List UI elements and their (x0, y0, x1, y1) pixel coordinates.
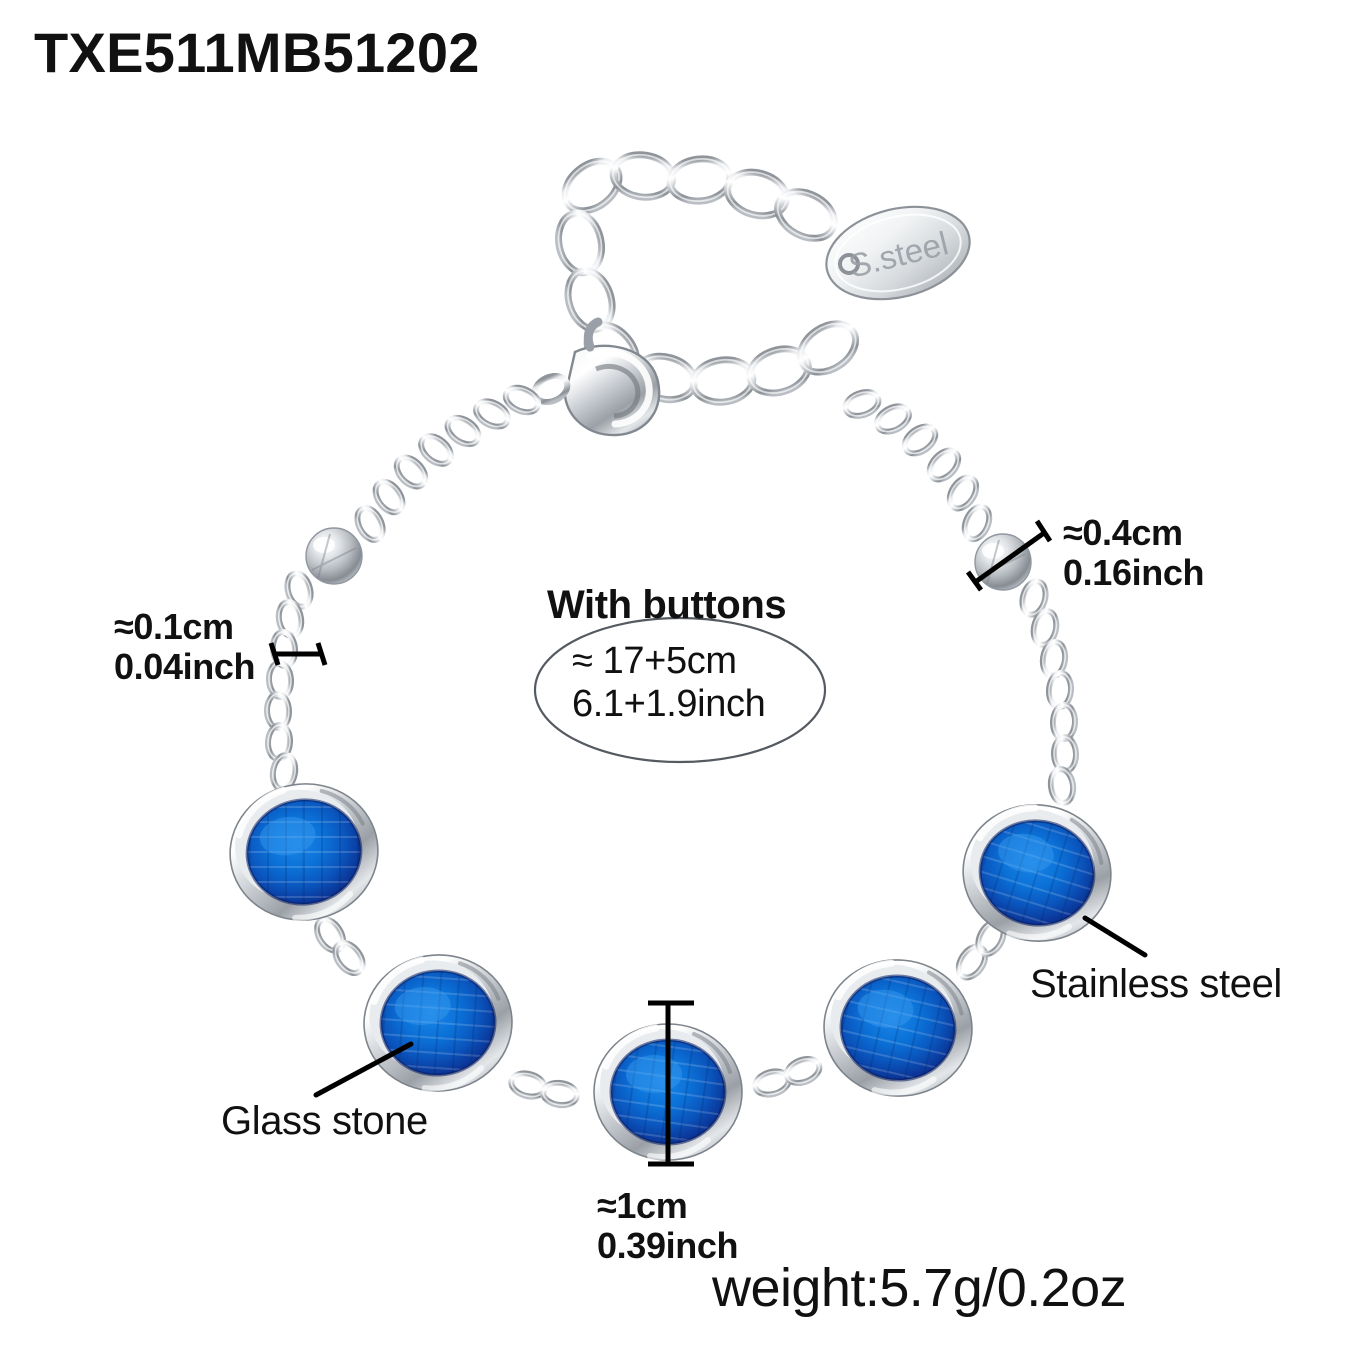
chain-right (842, 388, 1076, 805)
bracelet-length-label: ≈ 17+5cm 6.1+1.9inch (572, 640, 766, 725)
stone-dimension-mark (648, 1000, 694, 1167)
lobster-clasp (531, 317, 661, 437)
chain-bead-left (305, 527, 363, 585)
steel-tag: S.steel (825, 205, 971, 301)
stone-2 (359, 950, 516, 1096)
chain-thickness-label: ≈0.1cm 0.04inch (114, 606, 256, 688)
product-weight-label: weight:5.7g/0.2oz (712, 1258, 1127, 1318)
stone-1 (221, 774, 386, 929)
stone-height-label: ≈1cm 0.39inch (597, 1185, 739, 1267)
product-sku-title: TXE511MB51202 (34, 21, 480, 84)
with-buttons-label: With buttons (547, 583, 787, 627)
glass-stone-label: Glass stone (221, 1099, 428, 1143)
stainless-steel-label: Stainless steel (1030, 962, 1282, 1006)
bead-diameter-label: ≈0.4cm 0.16inch (1063, 512, 1205, 594)
chain-dimension-mark (268, 642, 328, 666)
chain-left (266, 383, 542, 791)
stone-5 (953, 794, 1120, 951)
stainless-steel-leader (1082, 915, 1148, 958)
size-oval-outline (533, 616, 827, 764)
glass-stone-leader (313, 1041, 414, 1098)
bead-dimension-mark (965, 519, 1053, 592)
stone-4 (818, 954, 977, 1102)
